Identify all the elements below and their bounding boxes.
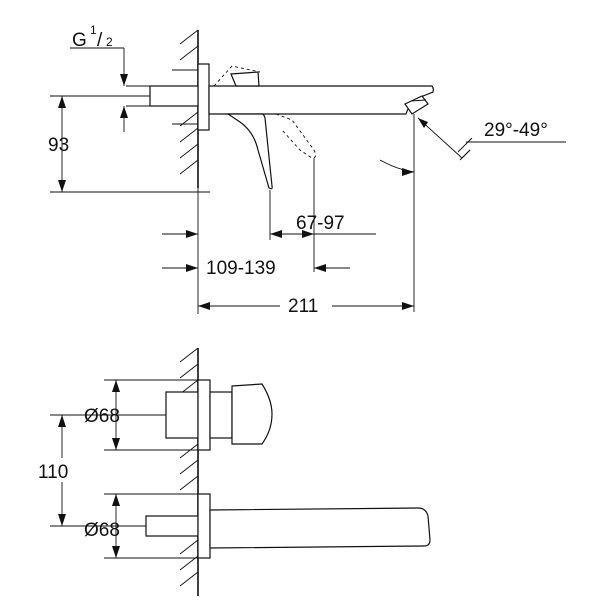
spout-range-dimension: 109-139 (162, 230, 350, 279)
rosette-plate-top (197, 63, 210, 131)
wall-bottom (179, 347, 199, 596)
rosette-top-label: Ø68 (84, 406, 120, 427)
thread-label: G (72, 30, 87, 51)
lever-valve-front (165, 379, 273, 451)
height-dimension: 93 (48, 95, 210, 193)
thread-numerator: 1 (90, 23, 97, 37)
lever-range-label: 67-97 (296, 213, 345, 234)
thread-callout: G 1 / 2 (70, 23, 128, 132)
center-distance-dimension: 110 (34, 414, 166, 527)
thread-slash: / (97, 30, 103, 51)
spout-side (208, 85, 434, 115)
thread-denominator: 2 (106, 35, 113, 49)
lever-dashed-down (275, 113, 317, 159)
wall-top (172, 29, 199, 188)
angle-label: 29°-49° (484, 120, 548, 141)
lever-range-dimension: 67-97 (269, 158, 376, 272)
lever-top (230, 71, 260, 87)
lever-dashed-up (213, 65, 261, 87)
spout-length-label: 211 (288, 296, 318, 317)
center-distance-label: 110 (38, 462, 68, 483)
spout-range-label: 109-139 (206, 258, 276, 279)
side-elevation: G 1 / 2 93 29°-49° (48, 23, 566, 317)
front-elevation: Ø68 110 Ø68 (34, 347, 431, 596)
angle-dimension: 29°-49° (379, 117, 566, 176)
spout-front (145, 493, 431, 559)
rosette-bottom-label: Ø68 (84, 520, 120, 541)
height-label: 93 (48, 135, 69, 156)
rosette-bottom-dimension: Ø68 (84, 493, 198, 559)
spout-length-dimension: 211 (197, 188, 414, 317)
lever-handle (226, 113, 273, 190)
